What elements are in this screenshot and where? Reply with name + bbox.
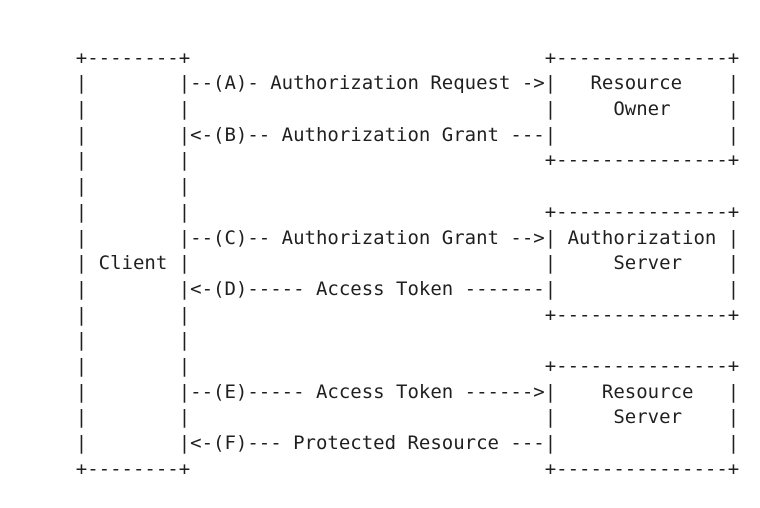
resource-owner-box-label-row-1: | Resource | bbox=[544, 72, 740, 95]
oauth-abstract-flow-diagram: +--------++---------------+ | |--(A)- Au… bbox=[30, 20, 760, 480]
client-box-side: | | bbox=[75, 149, 191, 172]
diagram-row: | | | Owner | bbox=[30, 71, 760, 120]
client-box-side: | | bbox=[75, 354, 191, 377]
client-box-side: | | bbox=[75, 380, 191, 403]
client-box-side: | | bbox=[75, 329, 191, 352]
arrow-f-protected-resource: <-(F)--- Protected Resource --- bbox=[190, 432, 545, 455]
diagram-row: | |--(C)-- Authorization Grant -->| Auth… bbox=[30, 200, 760, 249]
client-box-side: | | bbox=[75, 72, 191, 95]
diagram-row: | | bbox=[30, 148, 760, 197]
diagram-row: | |--(A)- Authorization Request ->| Reso… bbox=[30, 46, 760, 94]
resource-server-box-label-row-1: | Resource | bbox=[544, 380, 740, 403]
arrow-e-access-token: --(E)----- Access Token ------> bbox=[190, 380, 545, 403]
client-box-top-border: +--------+ bbox=[75, 46, 191, 69]
arrow-c-authorization-grant: --(C)-- Authorization Grant --> bbox=[190, 226, 545, 249]
diagram-row: +--------+ +---------------+ bbox=[30, 20, 760, 69]
diagram-row: | | +---------------+ bbox=[30, 328, 760, 377]
client-box-side: | | bbox=[75, 226, 191, 249]
authorization-server-box-bottom-border: +---------------+ bbox=[544, 303, 740, 326]
authorization-server-box-side: | | bbox=[544, 277, 740, 300]
client-box-side: | | bbox=[75, 303, 191, 326]
arrow-a-authorization-request: --(A)- Authorization Request -> bbox=[190, 72, 545, 95]
diagram-row: +--------+ +---------------+ bbox=[30, 431, 760, 480]
client-box-side: | | bbox=[75, 432, 191, 455]
diagram-row: | |<-(F)--- Protected Resource ---| | bbox=[30, 405, 760, 454]
client-box-side: | | bbox=[75, 98, 191, 121]
resource-server-box-top-border: +---------------+ bbox=[544, 354, 740, 377]
client-box-side: | | bbox=[75, 200, 191, 223]
diagram-row: | |<-(D)----- Access Token -------| | bbox=[30, 251, 760, 300]
resource-owner-box-label-row-2: | Owner | bbox=[544, 98, 740, 121]
resource-owner-box-top-border: +---------------+ bbox=[544, 46, 740, 69]
diagram-row: | |<-(B)-- Authorization Grant ---| | bbox=[30, 97, 760, 146]
authorization-server-box-label-row-2: | Server | bbox=[544, 252, 740, 275]
resource-server-box-side: | | bbox=[544, 432, 740, 455]
resource-owner-box-bottom-border: +---------------+ bbox=[544, 149, 740, 172]
diagram-row: | | +---------------+ bbox=[30, 174, 760, 223]
resource-server-box-bottom-border: +---------------+ bbox=[544, 457, 740, 480]
client-box-side: | | bbox=[75, 175, 191, 198]
client-box-side: | | bbox=[75, 406, 191, 429]
authorization-server-box-label-row-1: | Authorization | bbox=[544, 226, 740, 249]
diagram-row: | | | Server | bbox=[30, 380, 760, 428]
client-box-side: | | bbox=[75, 277, 191, 300]
arrow-d-access-token: <-(D)----- Access Token ------- bbox=[190, 277, 545, 300]
diagram-row: | | +---------------+ bbox=[30, 123, 760, 171]
diagram-row: | |--(E)----- Access Token ------>| Reso… bbox=[30, 354, 760, 403]
diagram-row: | | bbox=[30, 303, 760, 351]
diagram-row: | Client | | Server | bbox=[30, 226, 760, 274]
resource-server-box-label-row-2: | Server | bbox=[544, 406, 740, 429]
client-box-label: | Client | bbox=[75, 252, 191, 275]
resource-owner-box-side: | | bbox=[544, 123, 740, 146]
arrow-b-authorization-grant: <-(B)-- Authorization Grant --- bbox=[190, 123, 545, 146]
client-box-side: | | bbox=[75, 123, 191, 146]
diagram-row: | | +---------------+ bbox=[30, 277, 760, 326]
authorization-server-box-top-border: +---------------+ bbox=[544, 200, 740, 223]
client-box-bottom-border: +--------+ bbox=[75, 457, 191, 480]
